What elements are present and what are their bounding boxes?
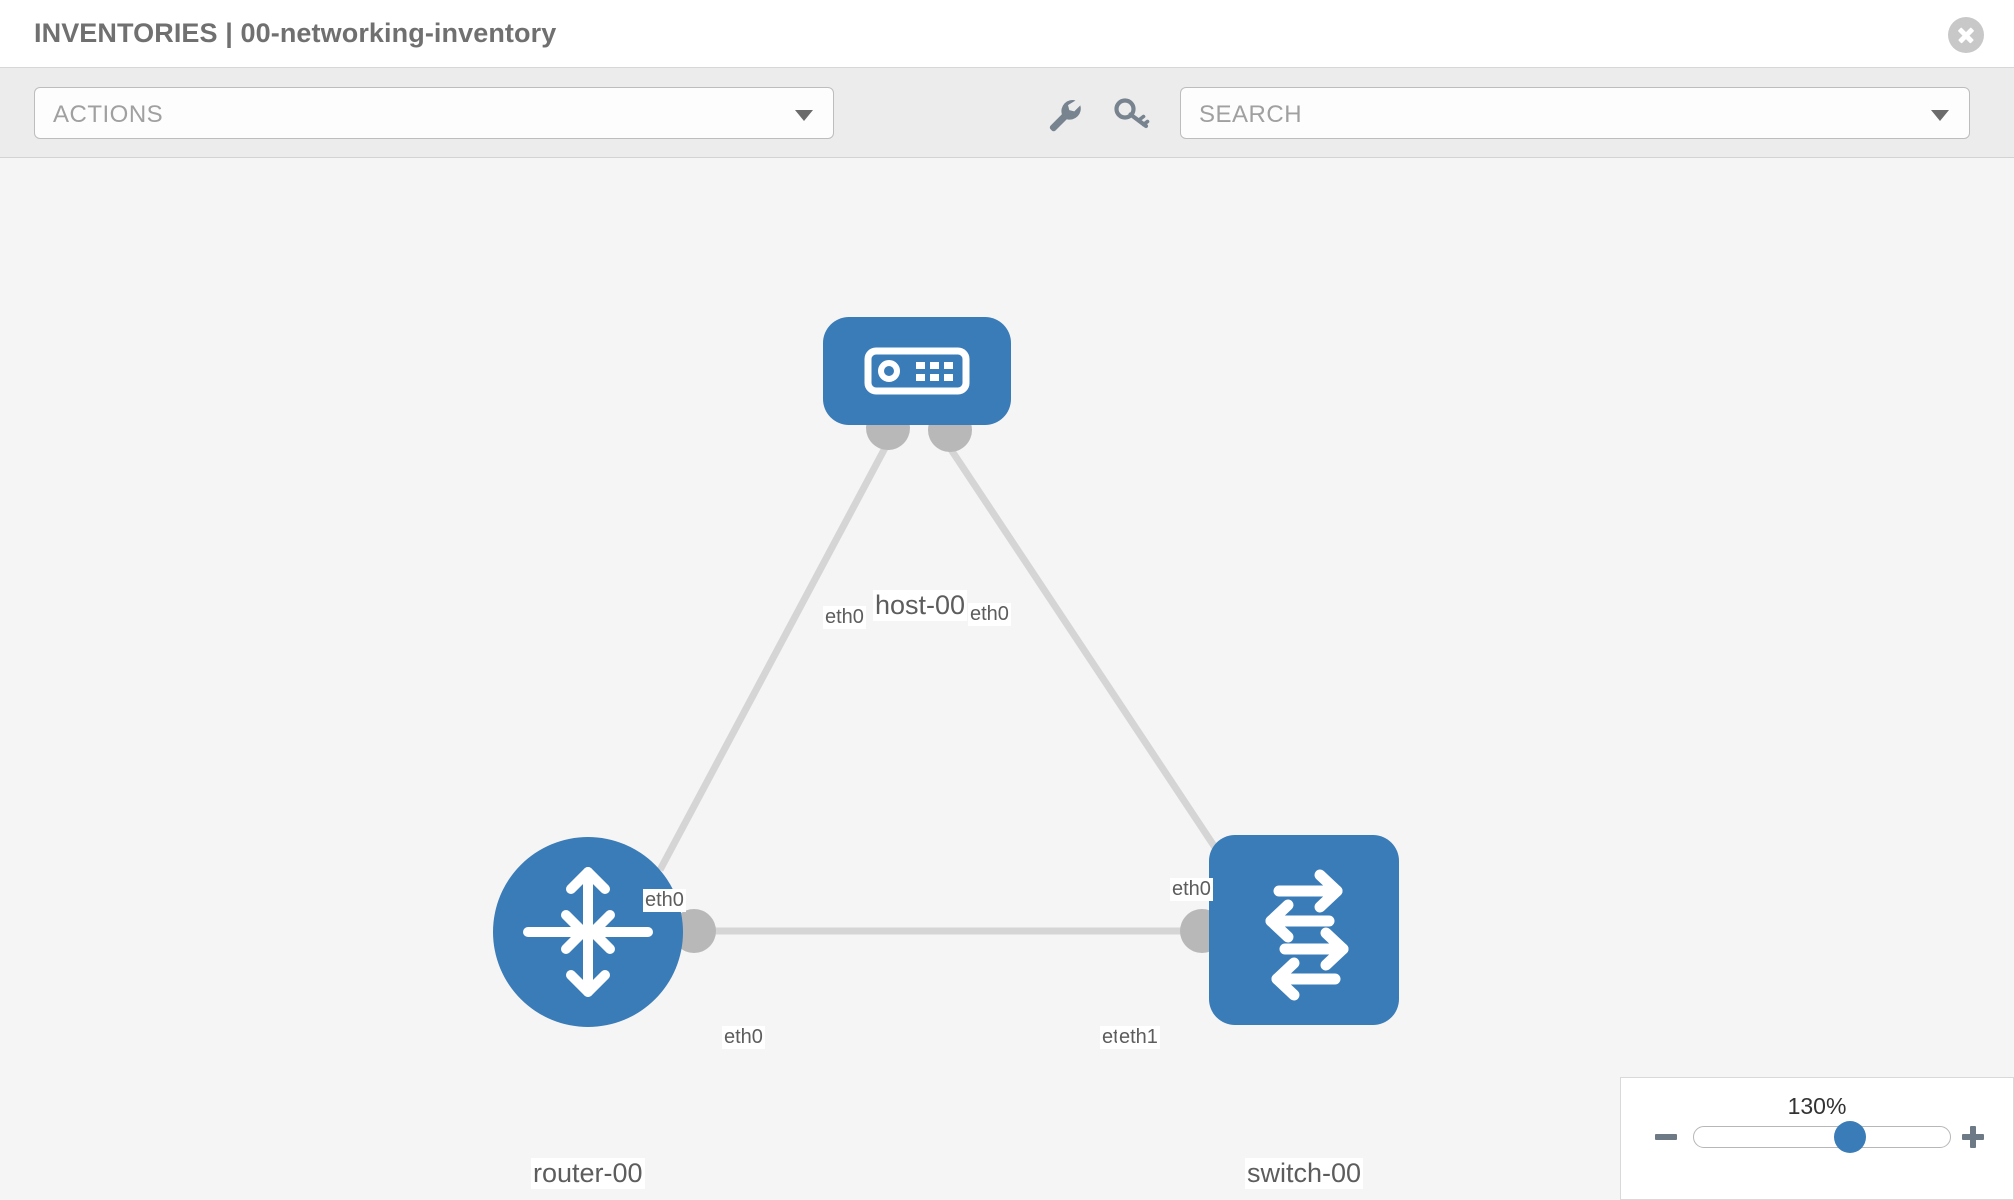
chevron-down-icon: [1931, 110, 1949, 121]
page-title: INVENTORIES | 00-networking-inventory: [34, 18, 557, 48]
chevron-down-icon: [795, 110, 813, 121]
iface-label-router-right: eth0: [722, 1026, 765, 1049]
zoom-slider-thumb[interactable]: [1834, 1121, 1867, 1153]
toolbar: ACTIONS SEARCH: [0, 68, 2014, 158]
iface-label-router-up: eth0: [643, 889, 686, 912]
close-circle-icon[interactable]: [1948, 17, 1984, 53]
iface-label-switch-up: eth0: [1170, 878, 1213, 901]
zoom-out-button[interactable]: [1651, 1122, 1681, 1152]
search-input-placeholder: SEARCH: [1199, 101, 1303, 128]
node-switch-00[interactable]: [1209, 835, 1399, 1025]
node-label-host-00: host-00: [873, 590, 968, 621]
server-icon: [864, 347, 970, 395]
key-icon[interactable]: [1112, 96, 1152, 132]
topology-canvas[interactable]: eth0 eth0 eth0 eth0 eth0 eth eth1 host-0…: [0, 158, 2014, 1200]
node-label-switch-00: switch-00: [1245, 1158, 1364, 1189]
zoom-slider-track[interactable]: [1693, 1121, 1951, 1153]
iface-label-switch-left-b: eth1: [1117, 1026, 1160, 1049]
actions-dropdown[interactable]: ACTIONS: [34, 87, 834, 139]
port-router-right: [672, 909, 716, 953]
zoom-percent-label: 130%: [1787, 1093, 1847, 1119]
switch-arrows-icon: [1265, 869, 1349, 1001]
iface-label-host-right: eth0: [968, 603, 1011, 626]
node-router-00[interactable]: [493, 837, 683, 1027]
actions-dropdown-label: ACTIONS: [53, 101, 164, 128]
zoom-control-panel: 130%: [1620, 1077, 2014, 1200]
zoom-in-button[interactable]: [1958, 1122, 1988, 1152]
router-arrows-icon: [523, 867, 653, 997]
wrench-icon[interactable]: [1044, 96, 1084, 132]
iface-label-host-left: eth0: [823, 606, 866, 629]
node-host-00[interactable]: [823, 317, 1011, 425]
link-router-host: [656, 446, 889, 872]
page-header: INVENTORIES | 00-networking-inventory: [0, 0, 2014, 68]
topology-links-layer: [656, 406, 1257, 953]
node-label-router-00: router-00: [531, 1158, 645, 1189]
search-input[interactable]: SEARCH: [1180, 87, 1970, 139]
link-host-switch: [947, 446, 1233, 872]
